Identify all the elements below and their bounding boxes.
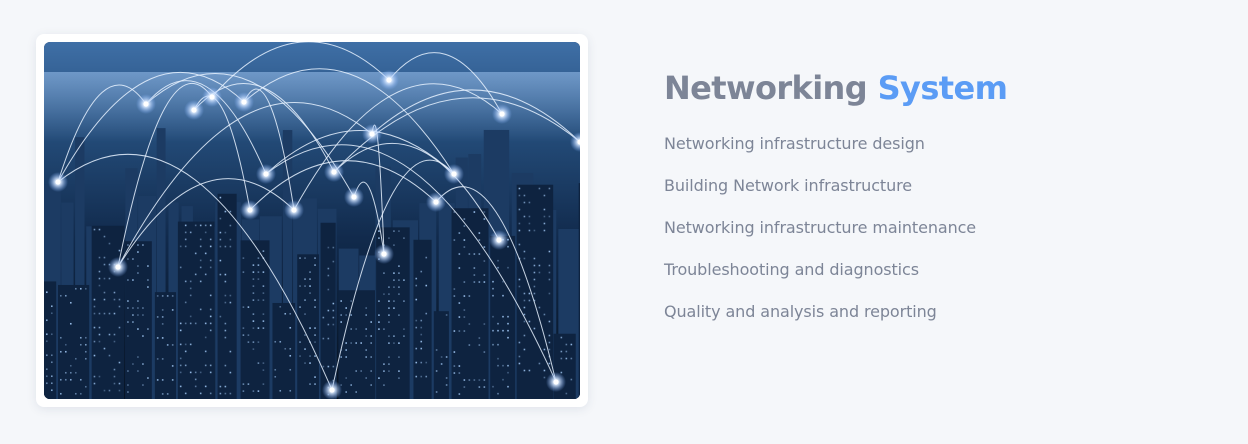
network-city-photo bbox=[44, 42, 580, 399]
section-title-main: Networking bbox=[664, 69, 868, 107]
section-title-accent: System bbox=[877, 69, 1008, 107]
feature-item: Troubleshooting and diagnostics bbox=[664, 260, 919, 279]
image-card bbox=[36, 34, 588, 407]
feature-item: Building Network infrastructure bbox=[664, 176, 912, 195]
networking-section: Networking System Networking infrastruct… bbox=[664, 66, 1224, 344]
feature-item: Networking infrastructure maintenance bbox=[664, 218, 977, 237]
feature-item: Quality and analysis and reporting bbox=[664, 302, 937, 321]
section-title: Networking System bbox=[664, 66, 1224, 110]
feature-list: Networking infrastructure design Buildin… bbox=[664, 134, 1224, 322]
feature-item: Networking infrastructure design bbox=[664, 134, 925, 153]
